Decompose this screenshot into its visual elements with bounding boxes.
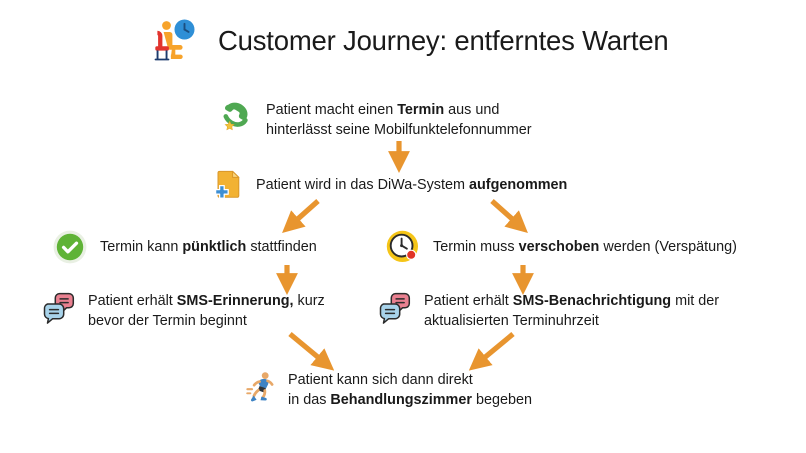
person-sitting-on-chair-with-clock-icon: [142, 12, 200, 70]
document-with-plus-icon: [208, 167, 244, 203]
step-room-text: Patient kann sich dann direkt in das Beh…: [288, 369, 532, 411]
text-line: bevor der Termin beginnt: [88, 312, 247, 329]
step-delayed: Termin muss verschoben werden (Verspätun…: [385, 229, 737, 265]
speech-bubbles-icon: [40, 290, 76, 326]
step-intake-text: Patient wird in das DiWa-System aufgenom…: [256, 177, 568, 193]
step-delayed-text: Termin muss verschoben werden (Verspätun…: [433, 239, 737, 255]
running-person-icon: [240, 369, 276, 405]
arrow-notify-to-room: [468, 331, 515, 371]
text-line: Patient macht einen Termin aus und: [266, 102, 500, 118]
text-line: Patient erhält SMS-Erinnerung, kurz: [88, 293, 325, 309]
text-line: in das Behandlungszimmer begeben: [288, 391, 532, 408]
step-notify: Patient erhält SMS-Benachrichtigung mit …: [376, 290, 719, 332]
step-ontime-text: Termin kann pünktlich stattfinden: [100, 239, 317, 255]
clock-alert-icon: [385, 229, 421, 265]
step-notify-text: Patient erhält SMS-Benachrichtigung mit …: [424, 290, 719, 332]
telephone-with-star-icon: [218, 98, 254, 134]
speech-bubbles-icon: [376, 290, 412, 326]
step-room: Patient kann sich dann direkt in das Beh…: [240, 369, 532, 411]
arrow-intake-to-delayed: [490, 199, 528, 233]
green-check-circle-icon: [52, 229, 88, 265]
text-line: aktualisierten Terminuhrzeit: [424, 312, 599, 329]
page-title: Customer Journey: entferntes Warten: [218, 25, 669, 56]
step-appointment: Patient macht einen Termin aus und hinte…: [218, 98, 532, 141]
page-title-row: Customer Journey: entferntes Warten: [142, 12, 669, 70]
step-ontime: Termin kann pünktlich stattfinden: [52, 229, 317, 265]
step-reminder-text: Patient erhält SMS-Erinnerung, kurz bevo…: [88, 290, 325, 332]
step-appointment-text: Patient macht einen Termin aus und hinte…: [266, 98, 532, 141]
step-intake: Patient wird in das DiWa-System aufgenom…: [208, 167, 567, 203]
text-line: Patient erhält SMS-Benachrichtigung mit …: [424, 293, 720, 309]
arrow-intake-to-ontime: [282, 199, 320, 233]
arrow-reminder-to-room: [288, 331, 335, 371]
step-reminder: Patient erhält SMS-Erinnerung, kurz bevo…: [40, 290, 325, 332]
text-line: hinterlässt seine Mobilfunktelefonnummer: [266, 121, 532, 138]
text-line: Patient kann sich dann direkt: [288, 372, 473, 388]
